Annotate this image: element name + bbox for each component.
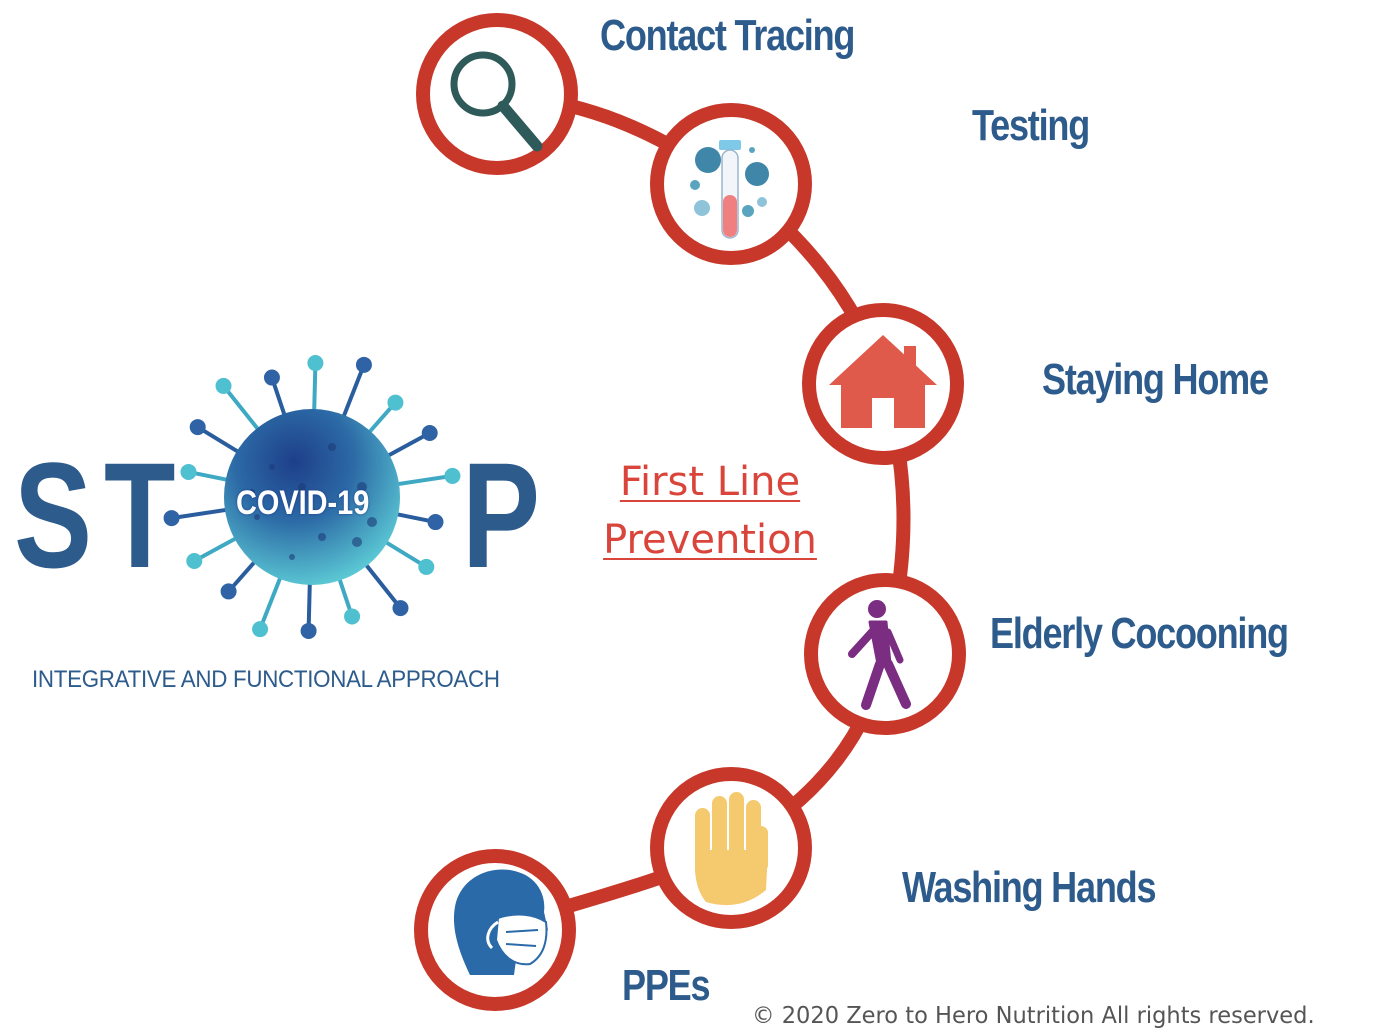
virus-speckle	[352, 537, 362, 547]
virus-spike	[380, 538, 428, 569]
virus-speckle	[289, 554, 295, 560]
center-title-line1: First Line	[619, 459, 801, 505]
node-washing-hands	[650, 767, 812, 929]
virus-spike-tip	[180, 463, 197, 480]
virus-spike-tip	[220, 583, 237, 600]
virus-spike	[258, 572, 284, 630]
virus-spike	[312, 362, 318, 416]
virus-spike	[383, 431, 431, 460]
virus-speckle	[269, 464, 275, 470]
virus-spike	[340, 364, 366, 422]
label-testing: Testing	[972, 101, 1090, 150]
virus-spike	[306, 578, 312, 632]
virus-spike-tip	[427, 514, 444, 531]
virus-icon	[163, 355, 461, 639]
virus-spike	[392, 473, 453, 487]
label-staying-home: Staying Home	[1042, 355, 1269, 404]
virus-speckle	[328, 443, 336, 451]
virus-spike-tip	[444, 467, 461, 484]
virus-speckle	[367, 517, 377, 527]
virus-spike-tip	[263, 369, 280, 386]
logo-letter-t: T	[104, 431, 176, 599]
virus-spike	[171, 507, 232, 521]
copyright-notice: © 2020 Zero to Hero Nutrition All rights…	[752, 1003, 1315, 1029]
virus-spike-tip	[307, 355, 324, 372]
node-testing	[650, 103, 812, 265]
virus-speckle	[298, 483, 306, 491]
test-tube-icon	[690, 140, 769, 239]
virus-spike-tip	[163, 510, 180, 527]
virus-spike-tip	[344, 608, 361, 625]
virus-spike-tip	[392, 600, 409, 617]
face-mask-icon	[453, 869, 548, 975]
virus-spike-tip	[421, 424, 438, 441]
node-staying-home	[802, 303, 964, 465]
hand-icon	[695, 792, 768, 906]
node-contact-tracing	[416, 13, 578, 175]
virus-spike	[361, 559, 403, 610]
virus-spike-tip	[252, 621, 269, 638]
house-icon	[829, 335, 937, 428]
label-elderly-cocooning: Elderly Cocooning	[990, 609, 1289, 658]
logo-tagline: INTEGRATIVE AND FUNCTIONAL APPROACH	[32, 666, 500, 693]
virus-spike-tip	[387, 394, 404, 411]
virus-spike-tip	[300, 622, 317, 639]
virus-speckle	[249, 489, 255, 495]
virus-spike-tip	[189, 419, 206, 436]
virus-spike	[221, 384, 263, 435]
node-ppes	[414, 849, 576, 1011]
center-title-line2: Prevention	[603, 517, 817, 563]
walking-person-icon	[848, 600, 911, 710]
magnifier-icon	[450, 51, 543, 152]
label-washing-hands: Washing Hands	[902, 863, 1157, 912]
node-elderly-cocooning	[804, 573, 966, 735]
virus-speckle	[357, 482, 367, 492]
virus-speckle	[318, 533, 326, 541]
virus-spike	[196, 425, 244, 456]
virus-speckle	[254, 514, 260, 520]
virus-spike-tip	[186, 553, 203, 570]
virus-spike-tip	[418, 558, 435, 575]
logo-letter-s: S	[14, 431, 93, 599]
covid-badge-text: COVID-19	[236, 484, 370, 522]
label-contact-tracing: Contact Tracing	[600, 11, 855, 60]
virus-spike-tip	[215, 377, 232, 394]
label-ppes: PPEs	[622, 961, 711, 1010]
virus-spike	[193, 534, 241, 563]
logo-letter-p: P	[462, 431, 541, 599]
virus-spike-tip	[355, 356, 372, 373]
